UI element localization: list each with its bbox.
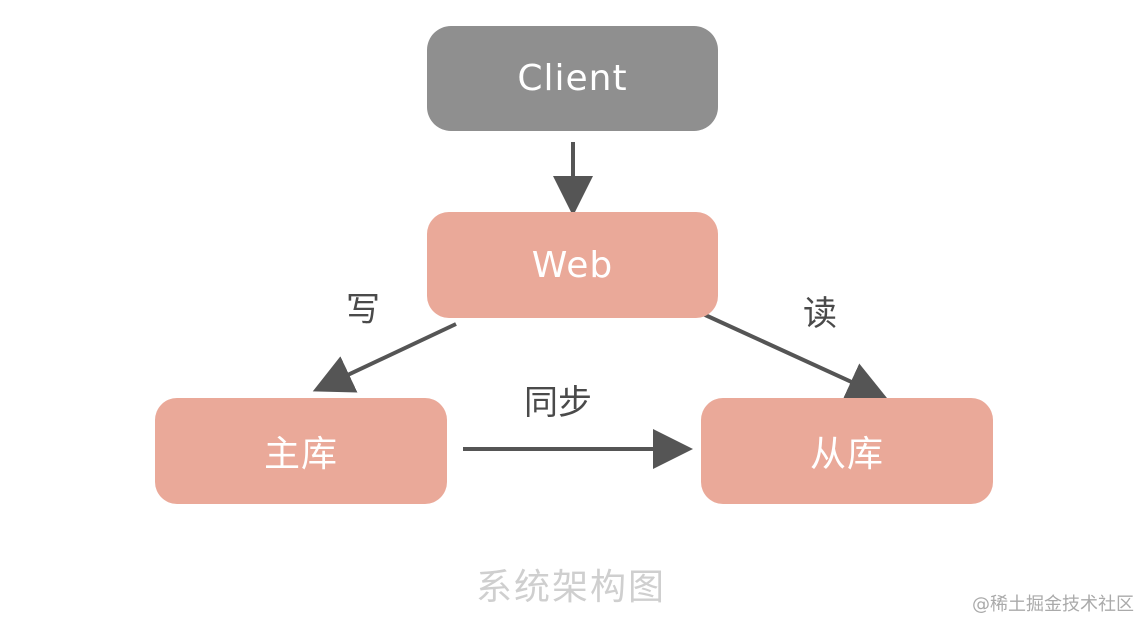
edge-label-read: 读: [803, 294, 837, 334]
web-node: Web: [427, 212, 718, 318]
arrow-web-to-master: [312, 322, 457, 393]
slave-db-node: 从库: [701, 398, 993, 504]
diagram-caption: 系统架构图: [475, 567, 666, 608]
master-db-node-label: 主库: [263, 434, 338, 475]
slave-db-node-label: 从库: [809, 434, 884, 475]
client-node-label: Client: [517, 58, 628, 99]
arrow-web-to-slave: [702, 312, 888, 400]
edge-label-write: 写: [346, 290, 380, 330]
web-node-label: Web: [531, 244, 614, 286]
client-node: Client: [427, 26, 718, 131]
edge-label-sync: 同步: [524, 383, 592, 423]
master-db-node: 主库: [155, 398, 447, 504]
watermark: @稀土掘金技术社区: [972, 594, 1134, 615]
